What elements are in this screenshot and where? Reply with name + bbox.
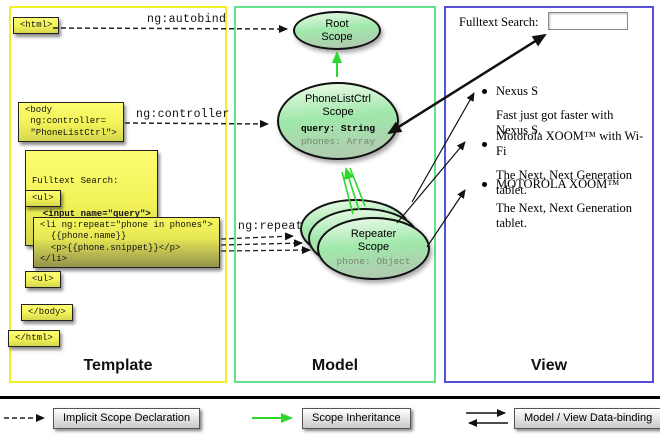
phonelistctrl-scope-ellipse: PhoneListCtrl Scope query: String phones… — [277, 82, 399, 160]
bullet-icon — [482, 141, 487, 147]
code-box-ul-open: <ul> — [25, 190, 61, 208]
item-title: Nexus S — [496, 84, 539, 98]
item-title: MOTOROLA XOOM™ — [496, 177, 620, 191]
root-scope-title: Root Scope — [321, 17, 353, 43]
view-column-label: View — [530, 357, 568, 374]
code-box-ul-close: <ul> — [25, 271, 61, 289]
repeater-scope-ellipse-front: Repeater Scope phone: Object — [317, 217, 430, 280]
item-description: The Next, Next Generation tablet. — [496, 168, 633, 197]
template-column-label: Template — [83, 357, 153, 374]
bullet-icon — [482, 89, 487, 94]
phonelistctrl-scope-title: PhoneListCtrl Scope — [304, 93, 372, 118]
item-description: The Next, Next Generation tablet. — [496, 201, 633, 230]
model-column-label: Model — [311, 357, 359, 374]
bullet-icon — [482, 182, 487, 187]
legend-separator — [0, 396, 660, 399]
legend-implicit-scope-declaration: Implicit Scope Declaration — [53, 408, 201, 430]
legend-scope-inheritance: Scope Inheritance — [302, 408, 411, 430]
code-box-body-close: </body> — [21, 304, 73, 322]
code-fulltext-label: Fulltext Search: — [32, 175, 119, 186]
code-box-li-repeat: <li ng:repeat="phone in phones"> {{phone… — [33, 217, 220, 268]
phones-property: phones: Array — [300, 136, 376, 148]
list-item: MOTOROLA XOOM™ The Next, Next Generation… — [482, 177, 647, 231]
fulltext-search-label: Fulltext Search: — [459, 15, 539, 29]
query-property: query: String — [300, 123, 376, 135]
phone-property: phone: Object — [336, 256, 411, 268]
legend-model-view-data-binding: Model / View Data-binding — [514, 408, 660, 430]
fulltext-search-input[interactable] — [548, 12, 628, 30]
code-box-body-open: <body ng:controller= "PhoneListCtrl"> — [18, 102, 124, 142]
code-input-tag: <input name="query"> — [32, 209, 151, 220]
ng-repeat-label: ng:repeat — [238, 220, 303, 233]
repeater-scope-title: Repeater Scope — [350, 227, 397, 253]
model-column: Model — [234, 6, 436, 383]
ng-autobind-label: ng:autobind — [147, 13, 227, 26]
item-title: Motorola XOOM™ with Wi-Fi — [496, 129, 644, 158]
code-box-html-close: </html> — [8, 330, 60, 348]
ng-controller-label: ng:controller — [136, 108, 230, 121]
root-scope-ellipse: Root Scope — [293, 11, 381, 50]
template-column: Template — [9, 6, 227, 383]
code-box-html-open: <html> — [13, 17, 60, 35]
